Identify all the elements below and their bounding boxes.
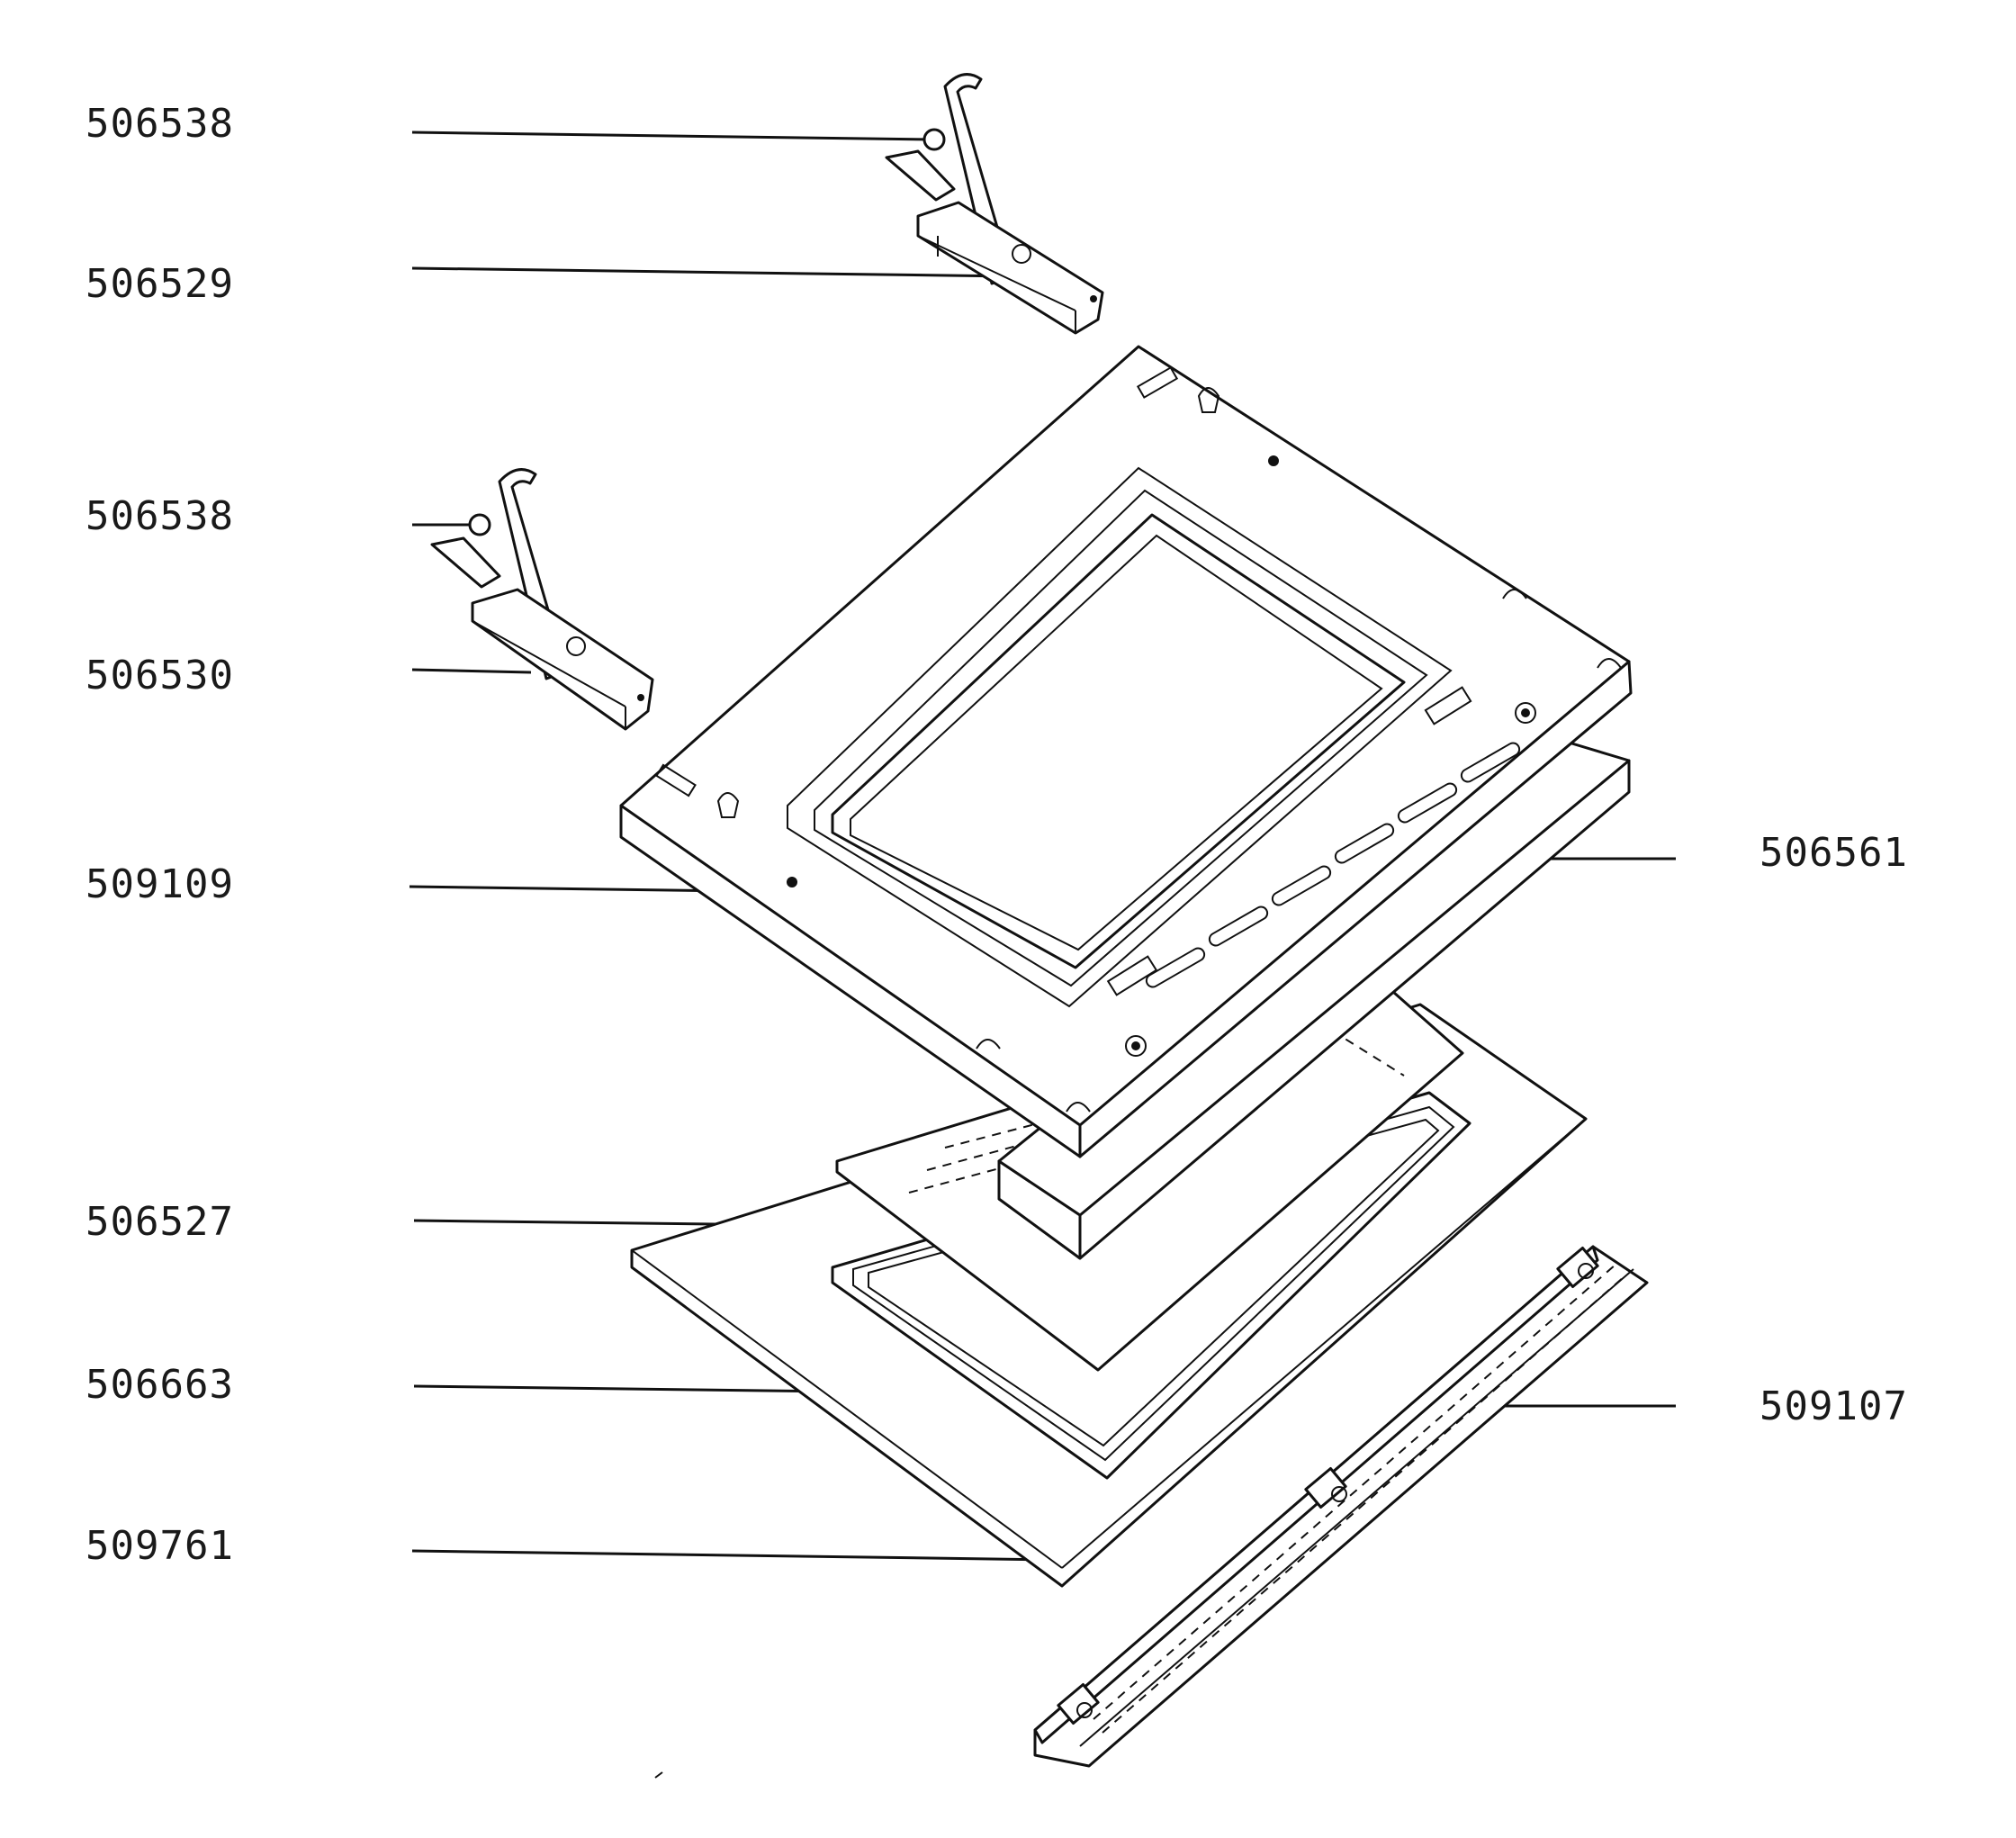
label-hinge-right: 506529 [86,261,234,307]
label-insulation-spacer: 506561 [1760,830,1908,876]
label-glass-seal: 506663 [86,1362,234,1408]
hinge-right [885,73,1104,335]
label-hinge-screw-lower: 506538 [86,493,234,539]
handle-clip [1057,1682,1100,1725]
leader-outer-glass [411,1549,1058,1562]
leader-hinge-screw-upper [411,131,935,141]
hinge-screw-lower [468,513,491,536]
label-inner-glass: 506527 [86,1199,234,1245]
label-inner-door-frame: 509109 [86,861,234,907]
hinge-left [430,468,654,731]
leader-hinge-left [411,668,532,674]
handle-clip [1304,1466,1347,1509]
handle-clip [1556,1246,1599,1289]
label-hinge-left: 506530 [86,653,234,698]
label-outer-glass: 509761 [86,1523,234,1569]
leader-inner-door-frame [409,885,739,893]
stray-mark [654,1771,663,1779]
hinge-screw-upper [922,128,946,151]
inner-door-frame [619,345,1633,1158]
label-hinge-screw-upper: 506538 [86,101,234,147]
label-handle-strip: 509107 [1760,1383,1908,1429]
leader-hinge-right [411,266,1013,278]
handle-strip [1033,1245,1649,1768]
vent-slot-row [1145,742,1521,988]
